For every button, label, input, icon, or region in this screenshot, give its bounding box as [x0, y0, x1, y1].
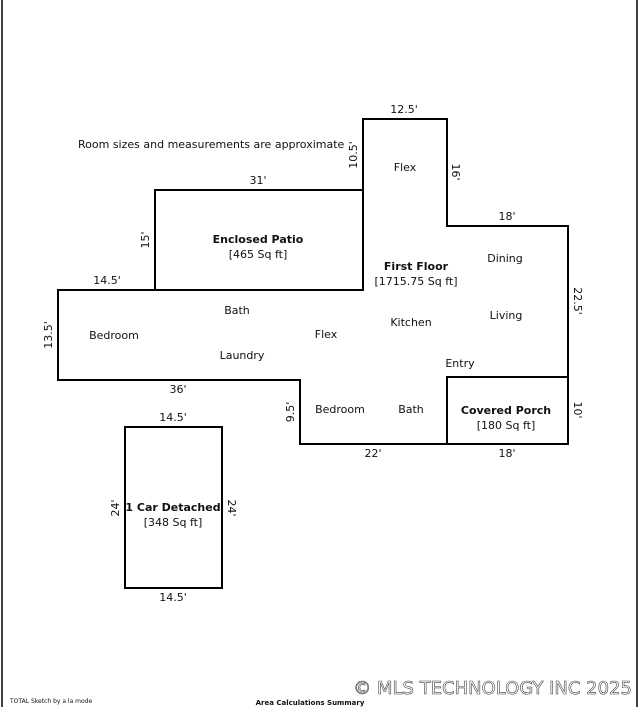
dim-garage-left: 24' — [109, 499, 122, 516]
watermark: © MLS TECHNOLOGY INC 2025 — [353, 678, 632, 699]
dim-bedroom-top: 14.5' — [93, 274, 121, 287]
approximate-note: Room sizes and measurements are approxim… — [78, 138, 345, 151]
dim-patio-left: 15' — [139, 231, 152, 248]
first-floor-outline — [57, 118, 569, 445]
room-bath-lower: Bath — [398, 403, 424, 416]
dim-garage-top: 14.5' — [159, 411, 187, 424]
dim-garage-right: 24' — [225, 499, 238, 516]
room-flex-top: Flex — [394, 161, 417, 174]
covered-porch-outline — [446, 376, 569, 445]
room-flex-mid: Flex — [315, 328, 338, 341]
area-first-floor-name: First Floor — [384, 260, 449, 273]
area-garage-name: 1 Car Detached — [125, 501, 220, 514]
dim-patio-top: 31' — [249, 174, 266, 187]
room-entry: Entry — [445, 357, 475, 370]
dim-dining-top: 18' — [498, 210, 515, 223]
dim-bedroom-left: 13.5' — [42, 321, 55, 349]
dim-porch-bottom: 18' — [498, 447, 515, 460]
room-bedroom-lower: Bedroom — [315, 403, 365, 416]
dim-right-height: 22.5' — [571, 287, 584, 315]
area-enclosed-patio-size: [465 Sq ft] — [229, 248, 288, 261]
area-covered-porch-name: Covered Porch — [461, 404, 551, 417]
dim-flex-left-height: 10.5' — [347, 141, 360, 169]
area-enclosed-patio-name: Enclosed Patio — [213, 233, 304, 246]
room-living: Living — [490, 309, 523, 322]
room-laundry: Laundry — [220, 349, 265, 362]
area-garage-size: [348 Sq ft] — [144, 516, 203, 529]
dim-flex-top-width: 12.5' — [390, 103, 418, 116]
area-covered-porch-size: [180 Sq ft] — [477, 419, 536, 432]
dim-porch-right: 10' — [571, 401, 584, 418]
garage-outline — [124, 426, 223, 589]
room-kitchen: Kitchen — [390, 316, 431, 329]
dim-flex-right-height: 16' — [449, 163, 462, 180]
patio-separator — [155, 190, 364, 291]
room-bedroom-left: Bedroom — [89, 329, 139, 342]
footer-software: TOTAL Sketch by a la mode — [9, 698, 92, 705]
dim-bottom-left: 36' — [169, 383, 186, 396]
room-dining: Dining — [487, 252, 523, 265]
dim-step-height: 9.5' — [284, 402, 297, 423]
footer-summary: Area Calculations Summary — [256, 699, 365, 707]
dim-garage-bottom: 14.5' — [159, 591, 187, 604]
area-first-floor-size: [1715.75 Sq ft] — [374, 275, 457, 288]
room-bath-upper: Bath — [224, 304, 250, 317]
dim-bottom-mid: 22' — [364, 447, 381, 460]
